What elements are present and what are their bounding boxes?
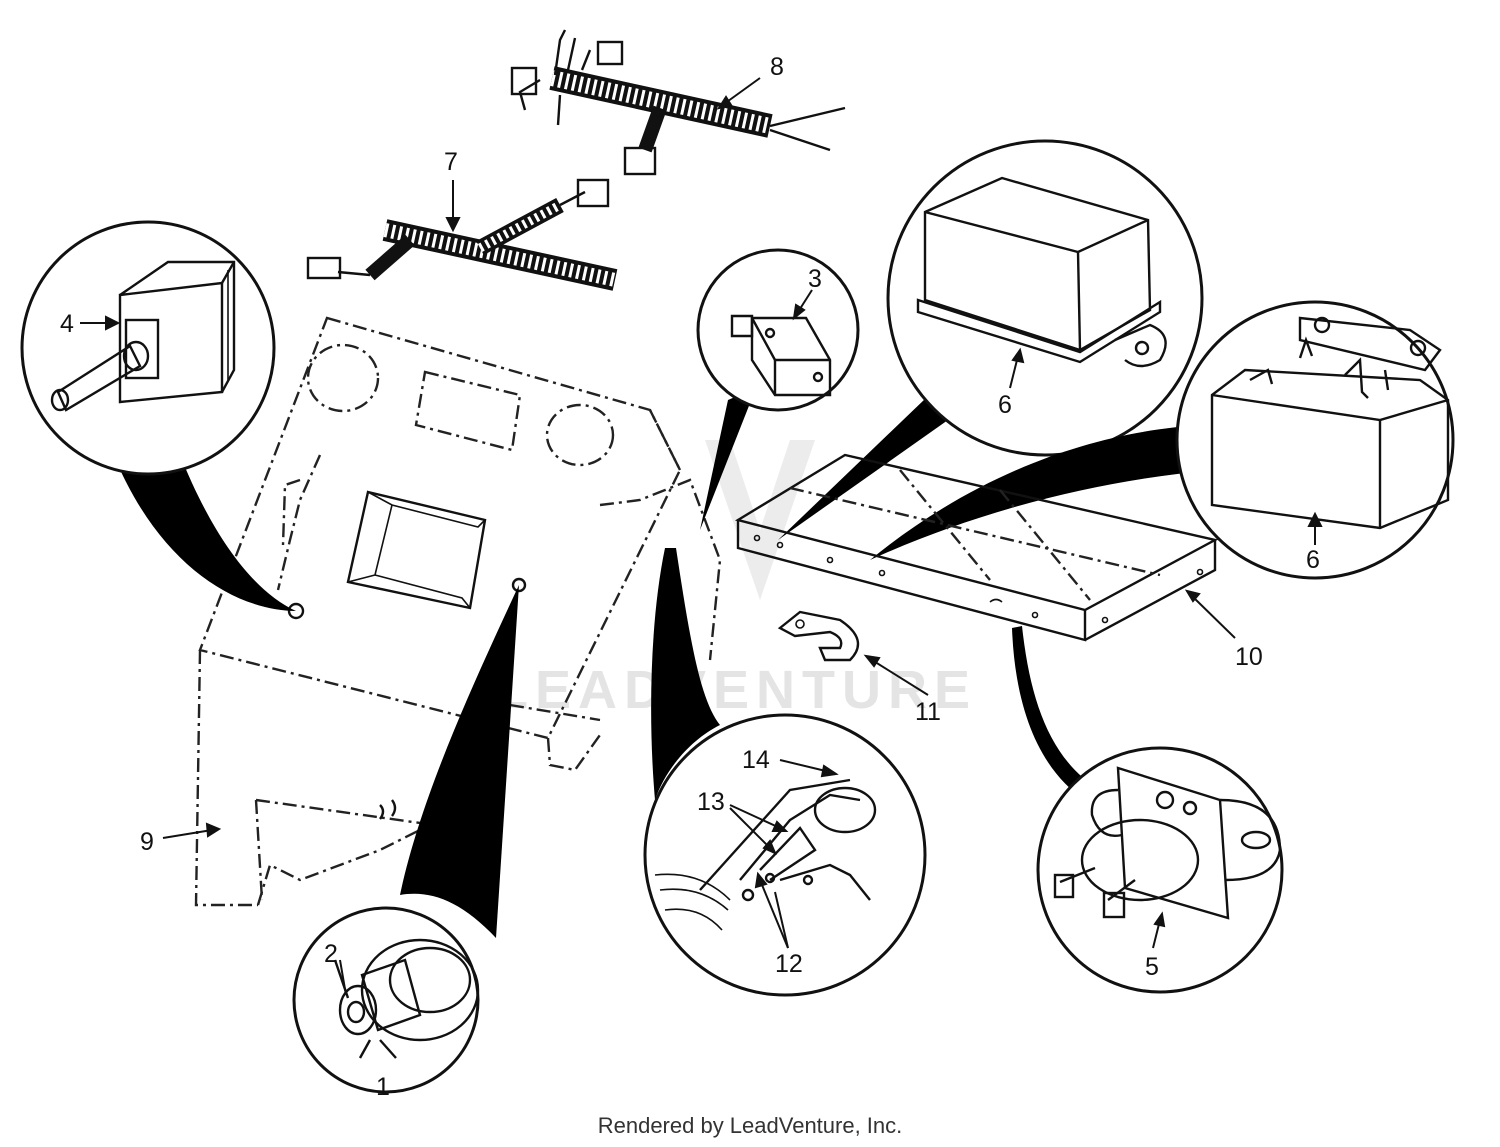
solenoid-inset: [1012, 626, 1284, 994]
callout-4: 4: [60, 310, 74, 338]
clip: [777, 610, 860, 662]
callout-9: 9: [140, 828, 154, 856]
callout-7: 7: [444, 148, 458, 176]
watermark: LEADVENTURE: [495, 440, 977, 720]
callout-8: 8: [770, 53, 784, 81]
callout-13: 13: [697, 788, 725, 816]
leader-arrows: [80, 77, 1323, 996]
dash-panel: [194, 316, 722, 907]
callout-10: 10: [1235, 643, 1263, 671]
wire-terminal-inset: [643, 548, 927, 997]
mounting-plate: [734, 453, 1219, 642]
watermark-text: LEADVENTURE: [495, 660, 977, 720]
wiring-harness-8: [510, 29, 846, 176]
footer-credit: Rendered by LeadVenture, Inc.: [597, 1113, 903, 1138]
callout-14: 14: [742, 746, 770, 774]
relay-bracket-inset: [696, 248, 860, 530]
ignition-switch-inset: [292, 585, 519, 1094]
callout-6-top: 6: [998, 391, 1012, 419]
callout-12: 12: [775, 950, 803, 978]
callouts: 1 2 3 4 5 6 6 7 8 9 10 11 12 13 14: [60, 53, 1320, 1101]
callout-5: 5: [1145, 953, 1159, 981]
regulator-inset-top: [778, 139, 1204, 540]
regulator-inset-right: [870, 300, 1455, 580]
callout-6-right: 6: [1306, 546, 1320, 574]
callout-2: 2: [324, 940, 338, 968]
wiring-harness-7: [306, 178, 618, 291]
toggle-switch-inset: [20, 220, 296, 611]
callout-1: 1: [376, 1073, 390, 1101]
callout-11: 11: [915, 698, 941, 726]
callout-3: 3: [808, 265, 822, 293]
